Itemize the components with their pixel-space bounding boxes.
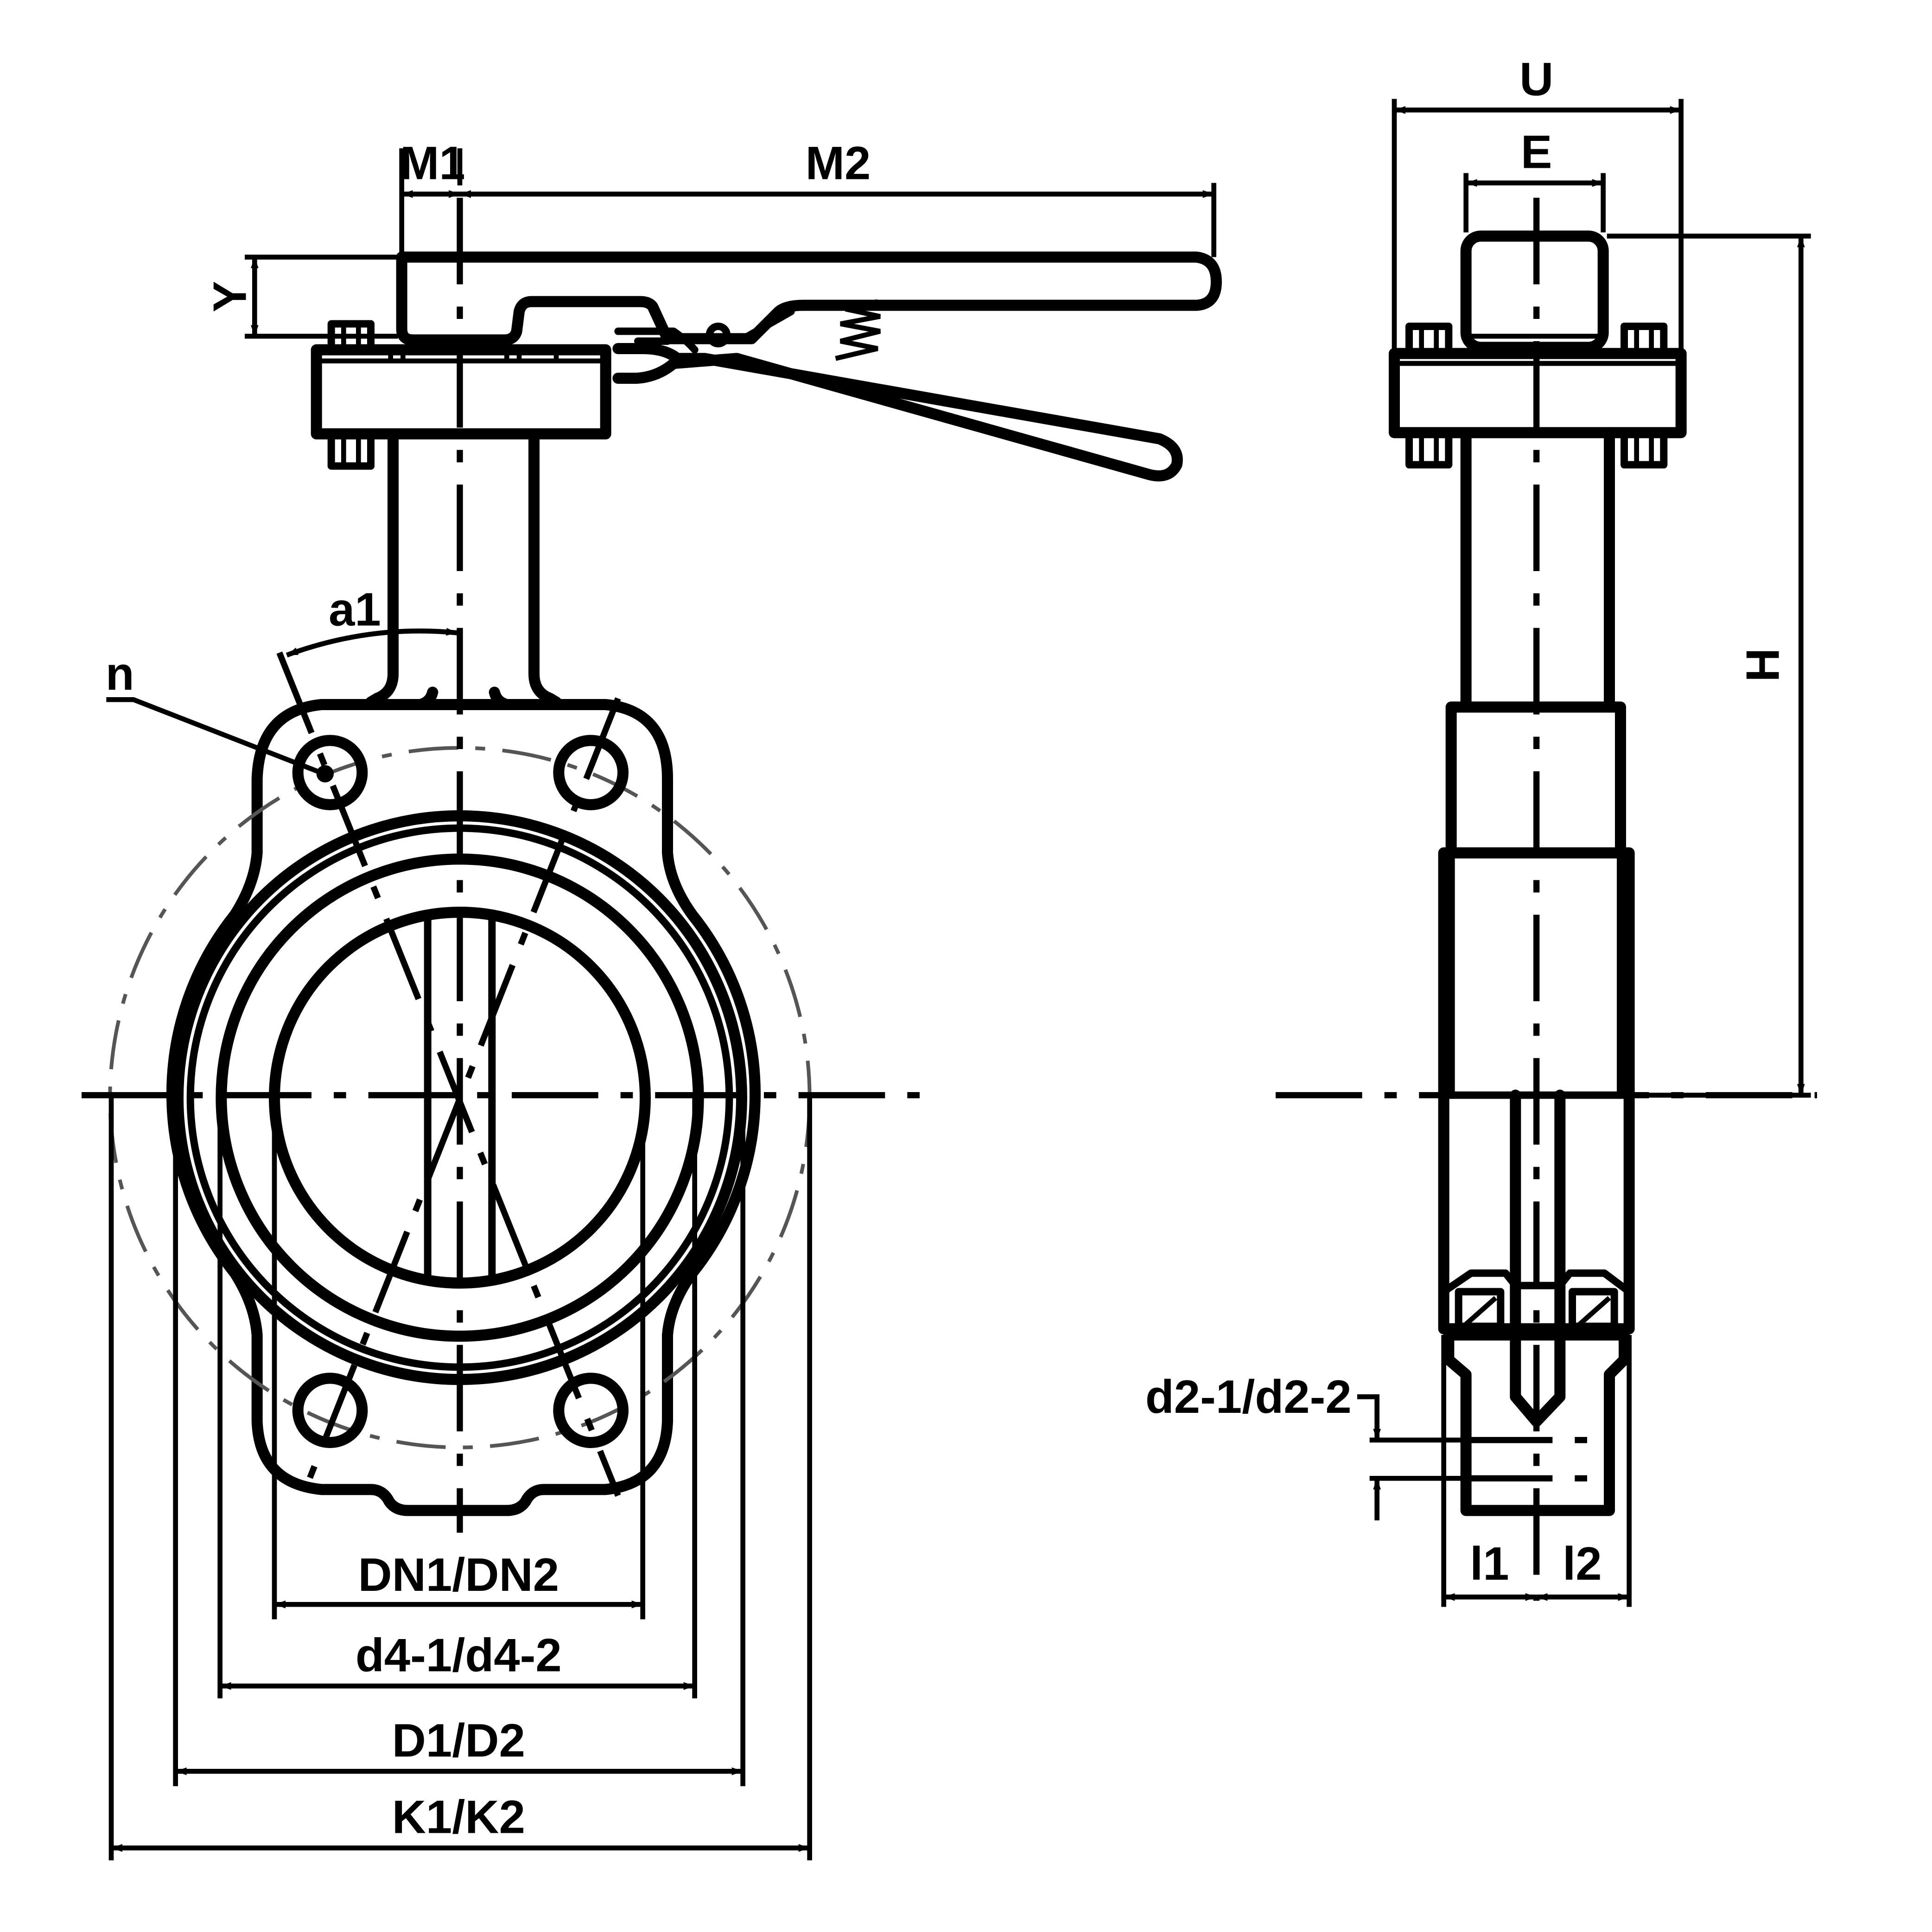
- bolt-hole: [292, 1373, 368, 1448]
- hex-bolt-icon: [327, 430, 375, 470]
- dimension-label-d2: d2-1/d2-2: [1145, 1371, 1352, 1423]
- dimension-label-a1: a1: [329, 583, 381, 636]
- dimension-label-k: K1/K2: [392, 1791, 525, 1843]
- dimension-label-dn: DN1/DN2: [358, 1549, 559, 1601]
- front-view: M1 M2 Y a1 n DN1/DN2 d4-1/d4-2 D1/D2 K1/…: [82, 137, 1222, 1861]
- hex-bolt-icon: [1621, 322, 1668, 357]
- valve-body: [166, 699, 761, 1516]
- dimension-label-h: H: [1736, 648, 1789, 682]
- dimension-label-l2: l2: [1563, 1538, 1602, 1590]
- dimension-label-e: E: [1521, 126, 1552, 178]
- spring-icon: [835, 299, 881, 361]
- dimension-label-n: n: [106, 648, 134, 700]
- dimension-label-m1: M1: [400, 137, 465, 190]
- dimension-label-d: D1/D2: [392, 1714, 525, 1767]
- dimension-label-l1: l1: [1470, 1538, 1509, 1590]
- dimension-label-d4: d4-1/d4-2: [356, 1629, 562, 1681]
- hex-bolt-icon: [1621, 429, 1668, 469]
- dimension-label-m2: M2: [806, 137, 871, 190]
- dimension-label-y: Y: [204, 281, 256, 312]
- bolt-hole: [553, 1373, 629, 1448]
- hex-bolt-icon: [1405, 429, 1453, 469]
- side-view: U E H d2-1/d2-2 l1 l2: [1145, 53, 1817, 1607]
- bolt-hole: [553, 735, 629, 810]
- seal-ring: [1440, 1269, 1633, 1333]
- handle-lever: [396, 251, 1222, 482]
- hole-marker-dot: [316, 765, 334, 782]
- disc-section: [1443, 1329, 1630, 1516]
- valve-neck: [365, 428, 399, 708]
- dimension-label-u: U: [1519, 53, 1553, 105]
- bolt-hole: [292, 735, 368, 810]
- hex-bolt-icon: [1405, 322, 1453, 357]
